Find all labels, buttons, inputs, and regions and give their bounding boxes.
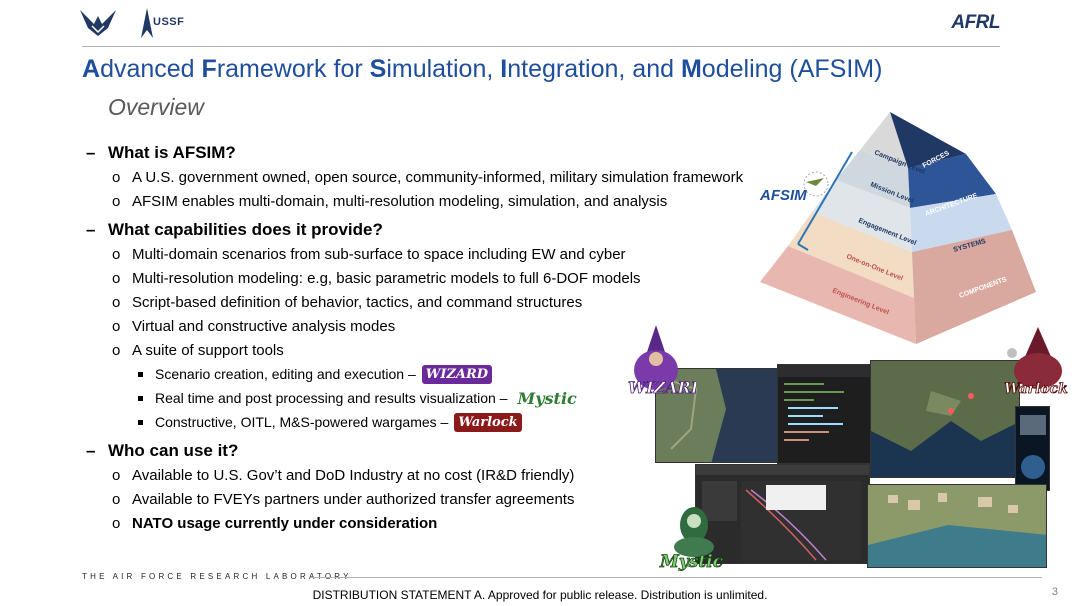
ussf-label: USSF [153,16,185,28]
map-screenshot [655,368,780,463]
lab-wordmark: THE AIR FORCE RESEARCH LABORATORY [82,572,352,581]
mystic-character-icon: Mystic [659,507,724,572]
wizard-character-icon: WIZARD [628,325,696,397]
warlock-character-icon: Warlock [1004,327,1069,397]
svg-text:WIZARD: WIZARD [628,378,696,397]
afsim-logo-icon: AFSIM [759,171,829,204]
globe-screenshot [1015,406,1050,491]
header-divider [82,46,1000,47]
section-heading: –What is AFSIM? [86,143,236,162]
title-initial: S [369,55,387,83]
wizard-badge: WIZARD [421,365,493,384]
warlock-badge: Warlock [454,413,522,432]
title-word: odeling (AFSIM) [701,55,883,83]
title-initial: F [201,55,217,83]
svg-text:Warlock: Warlock [1004,381,1068,397]
title-initial: M [680,55,702,83]
footer-divider [310,577,1042,578]
mystic-badge: Mystic [517,389,577,408]
space-force-logo-icon [141,8,153,38]
city-screenshot [867,484,1047,568]
afsim-logo-text: AFSIM [759,187,807,204]
sub-list-item: Scenario creation, editing and execution… [138,365,746,384]
modeling-pyramid-diagram: Campaign Level Mission Level Engagement … [760,112,1036,344]
title-initial: A [82,55,101,83]
editor-screenshot [777,364,877,464]
page-number: 3 [1051,586,1058,598]
satellite-screenshot [870,360,1020,478]
tool-screenshot-collage [655,356,1050,568]
sub-list-item: Real time and post processing and result… [138,389,746,408]
page-subtitle: Overview [108,94,204,120]
title-word: dvanced [100,55,202,83]
page-title: Advanced Framework for Simulation, Integ… [82,55,882,84]
section-heading: –What capabilities does it provide? [86,220,383,239]
section-heading: –Who can use it? [86,441,239,460]
svg-text:Mystic: Mystic [659,552,724,572]
afrl-logo: AFRL [951,12,1000,33]
title-word: ntegration, and [507,55,681,83]
title-word: ramework for [216,55,370,83]
title-word: imulation, [386,55,501,83]
distribution-statement: DISTRIBUTION STATEMENT A. Approved for p… [312,588,768,602]
analysis-screenshot [695,464,870,564]
title-initial: I [500,55,508,83]
air-force-logo-icon [80,10,116,36]
sub-list-item: Constructive, OITL, M&S-powered wargames… [138,413,746,432]
